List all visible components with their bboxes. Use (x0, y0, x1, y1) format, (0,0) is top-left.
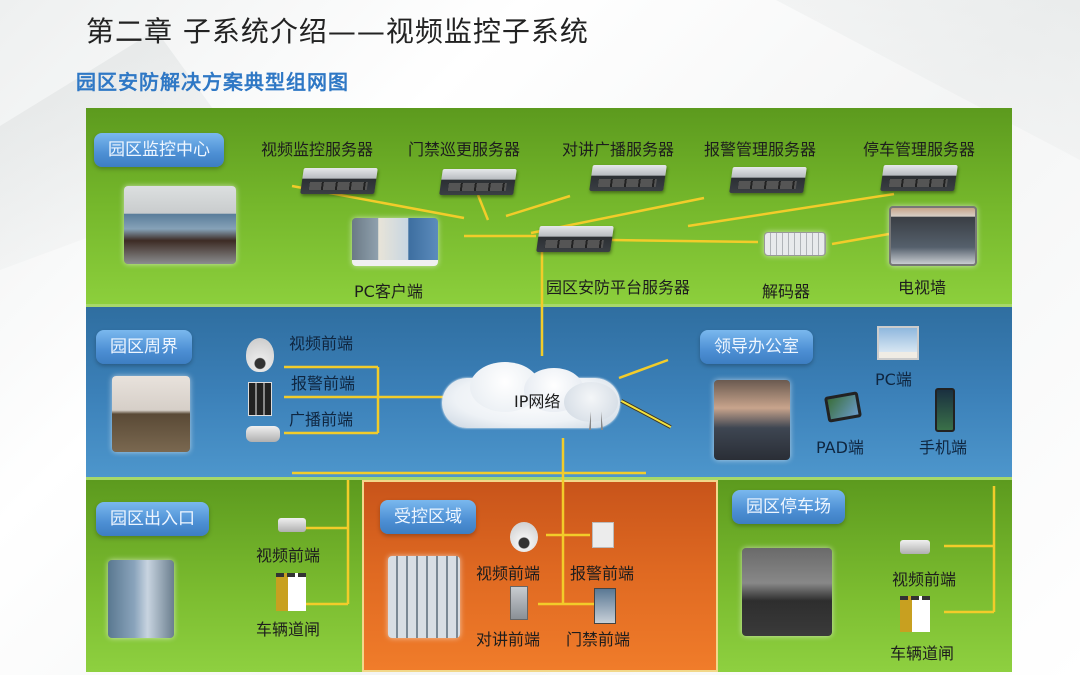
alarm-detector-icon (248, 382, 272, 416)
server-label-parking: 停车管理服务器 (863, 140, 976, 159)
decoder-icon (764, 232, 826, 256)
server-label-access: 门禁巡更服务器 (408, 140, 521, 159)
barrier-gate-icon (900, 596, 930, 632)
controlled-intercom-label: 对讲前端 (476, 630, 541, 649)
tv-wall-label: 电视墙 (898, 278, 947, 297)
mobile-terminal-label: 手机端 (919, 438, 968, 457)
barrier-gate-icon (276, 573, 306, 611)
parking-video-label: 视频前端 (892, 570, 957, 589)
intercom-panel-icon (510, 586, 528, 620)
controlled-alarm-label: 报警前端 (570, 564, 635, 583)
ip-network-label: IP网络 (514, 392, 561, 411)
page-title: 第二章 子系统介绍——视频监控子系统 (86, 15, 589, 48)
zone-perimeter-band (86, 304, 1012, 480)
server-icon (729, 167, 807, 193)
parking-barrier-label: 车辆道闸 (890, 644, 955, 663)
entrance-barrier-label: 车辆道闸 (256, 620, 321, 639)
server-icon (589, 165, 667, 191)
parking-lot-photo (742, 548, 832, 636)
tv-wall-photo (889, 206, 977, 266)
entrance-building-photo (108, 560, 174, 638)
broadcast-speaker-icon (246, 426, 280, 442)
perimeter-video-label: 视频前端 (289, 334, 354, 353)
pc-client-monitor-icon (352, 218, 438, 266)
server-label-video: 视频监控服务器 (261, 140, 374, 159)
label-perimeter: 园区周界 (96, 330, 192, 364)
perimeter-photo (112, 376, 190, 452)
server-icon (439, 169, 517, 195)
pc-client-label: PC客户端 (354, 282, 423, 301)
platform-server-icon (536, 226, 614, 252)
controlled-video-label: 视频前端 (476, 564, 541, 583)
mobile-phone-icon (935, 388, 955, 432)
dome-camera-icon (510, 522, 538, 552)
decoder-label: 解码器 (762, 282, 811, 301)
pad-terminal-label: PAD端 (816, 438, 864, 457)
perimeter-broadcast-label: 广播前端 (289, 410, 354, 429)
access-control-icon (594, 588, 616, 624)
entrance-video-label: 视频前端 (256, 546, 321, 565)
label-parking: 园区停车场 (732, 490, 845, 524)
server-icon (880, 165, 958, 191)
label-entrance: 园区出入口 (96, 502, 209, 536)
perimeter-alarm-label: 报警前端 (291, 374, 356, 393)
pc-terminal-label: PC端 (875, 370, 912, 389)
network-diagram: 园区监控中心 视频监控服务器 门禁巡更服务器 对讲广播服务器 报警管理服务器 停… (86, 108, 1012, 672)
server-room-photo (388, 556, 460, 638)
laptop-icon (877, 326, 919, 360)
platform-server-label: 园区安防平台服务器 (546, 278, 691, 297)
alarm-button-icon (592, 522, 614, 548)
label-leader-office: 领导办公室 (700, 330, 813, 364)
controlled-access-label: 门禁前端 (566, 630, 631, 649)
box-camera-icon (900, 540, 930, 554)
server-icon (300, 168, 378, 194)
monitoring-center-photo (124, 186, 236, 264)
label-controlled-area: 受控区域 (380, 500, 476, 534)
server-label-alarm: 报警管理服务器 (704, 140, 817, 159)
diagram-subtitle: 园区安防解决方案典型组网图 (76, 70, 349, 94)
label-monitoring-center: 园区监控中心 (94, 133, 224, 167)
leader-office-photo (714, 380, 790, 460)
dome-camera-icon (246, 338, 274, 372)
box-camera-icon (278, 518, 306, 532)
server-label-intercom: 对讲广播服务器 (562, 140, 675, 159)
